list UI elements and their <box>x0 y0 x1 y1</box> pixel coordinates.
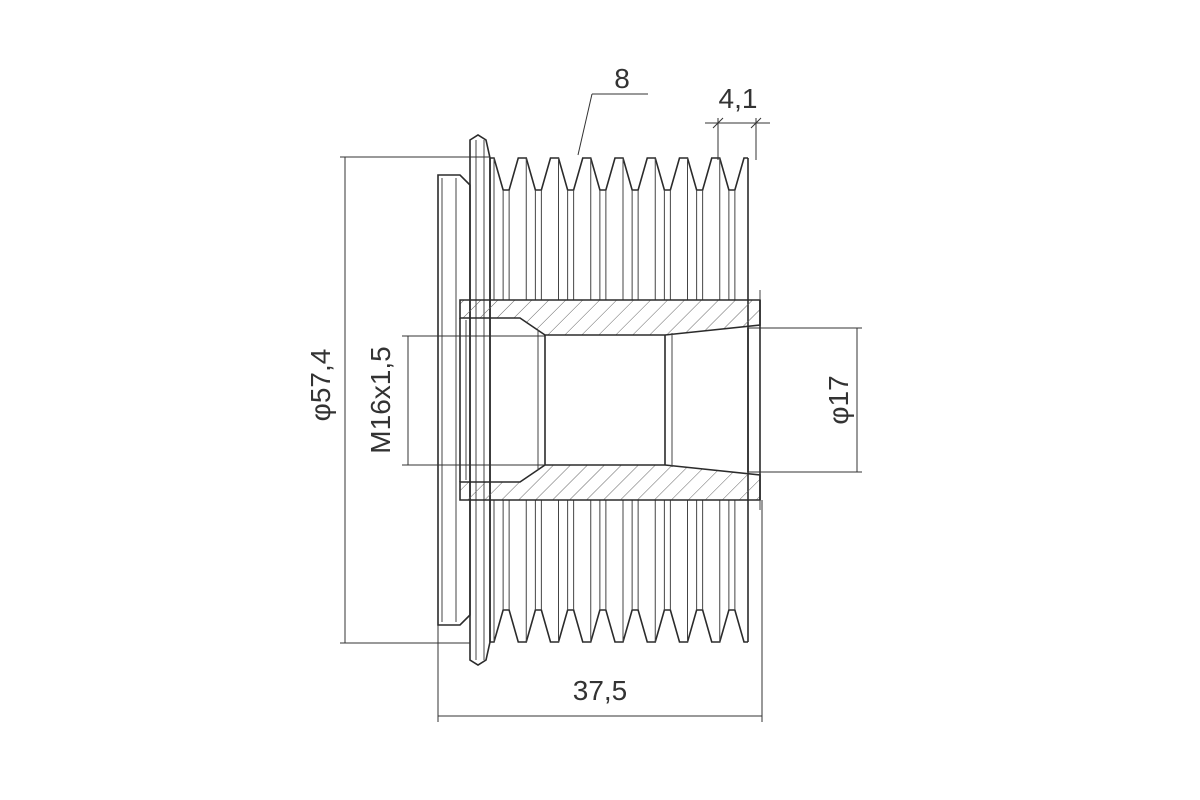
outer-diameter-label: φ57,4 <box>305 349 336 422</box>
section-wall-bottom <box>459 464 761 501</box>
groove-profile-top <box>490 157 748 191</box>
groove-pitch-label: 4,1 <box>719 83 758 114</box>
dimension-groove-count: 8 <box>577 63 648 156</box>
hub-left <box>437 174 471 626</box>
pulley-body <box>489 157 749 643</box>
flange <box>469 134 491 666</box>
thread-label: M16x1,5 <box>365 346 396 453</box>
dimension-groove-pitch: 4,1 <box>705 83 770 160</box>
dimension-thread: M16x1,5 <box>365 335 545 466</box>
bore-diameter-label: φ17 <box>823 375 854 424</box>
overall-length-label: 37,5 <box>573 675 628 706</box>
dimension-overall-length: 37,5 <box>437 500 763 722</box>
groove-profile-bottom <box>490 609 748 643</box>
section-wall-top <box>459 299 761 336</box>
dimension-outer-diameter: φ57,4 <box>305 156 490 644</box>
dimension-bore-diameter: φ17 <box>748 327 862 473</box>
groove-count-label: 8 <box>614 63 630 94</box>
section-view <box>459 290 761 510</box>
